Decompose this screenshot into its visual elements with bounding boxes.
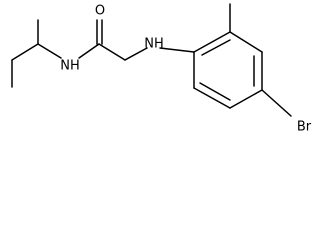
ring-bond-6 — [193, 31, 231, 53]
bromine-label: Br — [297, 120, 312, 135]
amine-nitrogen-label: NH — [144, 37, 164, 52]
bond-ethyl-methine — [11, 43, 39, 61]
bond-carbonyl-methylene — [98, 43, 126, 61]
bond-methine-amide-nitrogen — [37, 43, 62, 59]
ring-bond-3 — [229, 89, 263, 109]
bond-amide-nitrogen-carbonyl — [78, 43, 100, 59]
ring-inner-double-3 — [201, 39, 231, 56]
bond-methylene-amine-nitrogen — [124, 47, 148, 61]
amide-nitrogen-label: NH — [60, 59, 80, 74]
ring-inner-double-1 — [199, 82, 231, 101]
carbonyl-oxygen-label: O — [95, 4, 105, 19]
chemical-structure: O NH NH Br — [11, 3, 312, 135]
ring-bond-2 — [193, 87, 231, 109]
bond-amine-nitrogen-ring — [159, 47, 195, 53]
ring-bond-5 — [229, 31, 263, 53]
bond-ring-bromine — [261, 89, 292, 117]
